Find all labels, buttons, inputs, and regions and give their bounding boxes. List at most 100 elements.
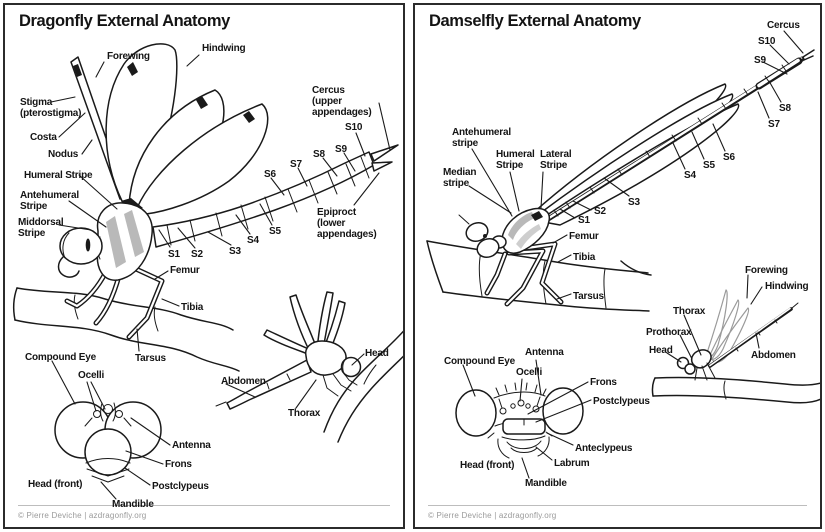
label-antehumeral-stripe: Antehumeral Stripe — [20, 190, 79, 212]
label-hindwing: Hindwing — [765, 281, 809, 292]
damselfly-perched-illustration — [620, 260, 820, 404]
label-thorax: Thorax — [288, 408, 321, 419]
leader-abdomen — [225, 383, 256, 398]
leader-mandible — [521, 457, 530, 479]
label-s2: S2 — [594, 206, 606, 217]
dragonfly-perched-illustration — [215, 291, 403, 443]
label-s9: S9 — [335, 144, 347, 155]
leader-tarsus — [136, 328, 140, 352]
leader-s5 — [691, 131, 705, 160]
leader-humeral-stripe — [509, 171, 520, 212]
leader-compound-eye — [51, 360, 76, 405]
label-s2: S2 — [191, 249, 203, 260]
leader-anteclypeus — [546, 432, 574, 446]
label-postclypeus: Postclypeus — [593, 396, 650, 407]
leader-forewing — [95, 61, 105, 78]
leader-postclypeus — [535, 399, 592, 423]
label-stigma: Stigma (pterostigma) — [20, 97, 82, 119]
label-head-front: Head (front) — [460, 460, 515, 471]
leader-antenna — [535, 359, 542, 396]
leader-frons — [527, 381, 589, 415]
label-s6: S6 — [723, 152, 735, 163]
leader-head — [666, 352, 682, 363]
leader-tibia — [557, 254, 572, 263]
label-mandible: Mandible — [525, 478, 567, 489]
label-s9: S9 — [754, 55, 766, 66]
damselfly-side-illustration — [426, 49, 815, 312]
leader-ocelli — [90, 381, 106, 410]
leader-frons — [125, 450, 164, 465]
leader-s6 — [712, 123, 726, 152]
leader-cercus — [378, 102, 391, 151]
leader-s9 — [762, 61, 788, 75]
label-compound-eye: Compound Eye — [444, 356, 515, 367]
label-femur: Femur — [569, 231, 599, 242]
label-tarsus: Tarsus — [135, 353, 166, 364]
label-prothorax: Prothorax — [646, 327, 692, 338]
label-head-front: Head (front) — [28, 479, 83, 490]
label-antenna: Antenna — [525, 347, 564, 358]
label-femur: Femur — [170, 265, 200, 276]
label-labrum: Labrum — [554, 458, 590, 469]
label-s4: S4 — [247, 235, 259, 246]
label-lateral-stripe: Lateral Stripe — [540, 149, 572, 171]
label-s7: S7 — [290, 159, 302, 170]
label-s3: S3 — [628, 197, 640, 208]
leader-mandible — [100, 481, 117, 500]
leader-lines — [50, 54, 391, 500]
leader-s2 — [177, 227, 196, 249]
label-s7: S7 — [768, 119, 780, 130]
leader-s5 — [259, 203, 273, 226]
label-s10: S10 — [345, 122, 363, 133]
label-mandible: Mandible — [112, 499, 154, 510]
leader-s2 — [572, 200, 592, 211]
leader-s4 — [672, 142, 686, 170]
label-s8: S8 — [779, 103, 791, 114]
label-cercus: Cercus (upper appendages) — [312, 85, 372, 118]
leader-tibia — [161, 298, 180, 307]
damselfly-artwork — [426, 30, 820, 479]
dragonfly-side-illustration — [12, 43, 399, 372]
leader-antenna — [130, 417, 171, 446]
label-thorax: Thorax — [673, 306, 706, 317]
leader-s4 — [235, 214, 251, 235]
copyright-text: © Pierre Deviche | azdragonfly.org — [428, 511, 557, 520]
label-humeral-stripe: Humeral Stripe — [24, 170, 93, 181]
leader-cercus — [783, 30, 804, 54]
label-tibia: Tibia — [181, 302, 204, 313]
leader-abdomen — [755, 332, 760, 349]
page-title: Damselfly External Anatomy — [429, 12, 641, 30]
label-median-stripe: Median stripe — [443, 167, 477, 189]
leader-s3 — [603, 177, 630, 197]
label-frons: Frons — [165, 459, 192, 470]
label-frons: Frons — [590, 377, 617, 388]
label-forewing: Forewing — [745, 265, 788, 276]
leader-s8 — [768, 80, 782, 103]
label-s3: S3 — [229, 246, 241, 257]
leader-lines — [462, 30, 804, 479]
leader-labrum — [535, 446, 553, 461]
dragonfly-artwork — [12, 43, 403, 500]
label-antenna: Antenna — [172, 440, 211, 451]
label-ocelli: Ocelli — [516, 367, 543, 378]
leader-lateral-stripe — [540, 171, 544, 209]
leader-s9 — [343, 152, 356, 172]
leader-thorax — [295, 379, 317, 409]
damselfly-panel: Damselfly External Anatomy © Pierre Devi… — [413, 3, 822, 529]
leader-ocelli — [86, 381, 97, 412]
label-forewing: Forewing — [107, 51, 150, 62]
label-abdomen: Abdomen — [221, 376, 266, 387]
leader-s3 — [207, 231, 232, 246]
label-abdomen: Abdomen — [751, 350, 796, 361]
leader-humeral-stripe — [78, 174, 118, 210]
footer-divider — [428, 505, 807, 506]
label-s6: S6 — [264, 169, 276, 180]
label-tibia: Tibia — [573, 252, 596, 263]
label-antehumeral-stripe: Antehumeral stripe — [452, 127, 511, 149]
leader-hindwing — [750, 286, 763, 305]
label-ocelli: Ocelli — [78, 370, 105, 381]
leader-stigma — [50, 96, 76, 103]
label-costa: Costa — [30, 132, 57, 143]
leader-epiproct — [353, 172, 380, 206]
page-title: Dragonfly External Anatomy — [19, 12, 230, 30]
